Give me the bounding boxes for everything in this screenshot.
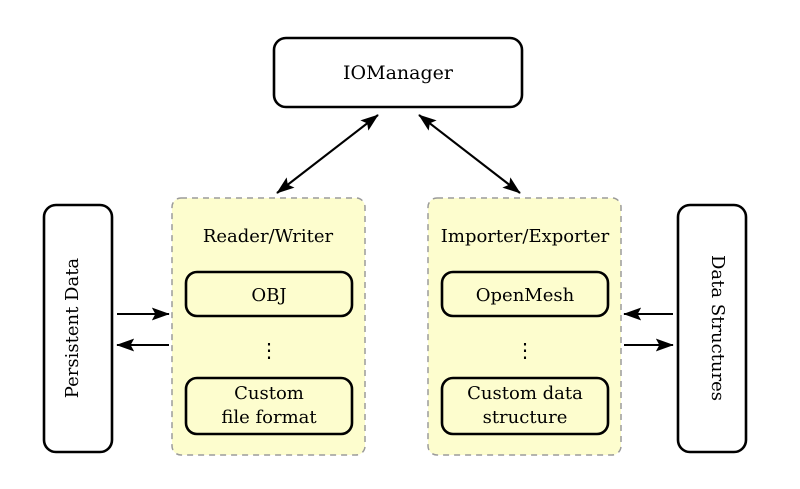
connector-manager-reader-writer [276,114,379,194]
importer-exporter-ellipsis: ⋮ [515,338,535,362]
importer-exporter-title: Importer/Exporter [441,226,610,247]
importer-exporter-item-custom-data-structure[interactable]: Custom data structure [440,376,610,436]
obj-label: OBJ [251,285,286,306]
openmesh-label: OpenMesh [476,285,575,306]
data-structures-label: Data Structures [707,255,728,401]
obj-box [184,270,354,318]
data-structures-node[interactable]: Data Structures [676,203,748,454]
iomanager-box [272,36,524,109]
reader-writer-item-obj[interactable]: OBJ [184,270,354,318]
persistent-data-label: Persistent Data [62,258,83,399]
custom-data-structure-label-line1: Custom data [467,383,583,404]
data-structures-box [676,203,748,454]
reader-writer-item-custom-file-format[interactable]: Custom file format [184,376,354,436]
importer-exporter-item-openmesh[interactable]: OpenMesh [440,270,610,318]
persistent-data-box [42,203,114,454]
iomanager-label: IOManager [343,62,454,84]
custom-data-structure-label-line2: structure [483,407,568,428]
openmesh-box [440,270,610,318]
reader-writer-title: Reader/Writer [203,226,334,247]
group-importer-exporter[interactable]: Importer/Exporter OpenMesh ⋮ Custom data… [427,197,622,456]
custom-file-format-label-line1: Custom [234,383,304,404]
custom-data-structure-box [440,376,610,436]
persistent-data-node[interactable]: Persistent Data [42,203,114,454]
custom-file-format-box [184,376,354,436]
reader-writer-ellipsis: ⋮ [259,338,279,362]
group-reader-writer[interactable]: Reader/Writer OBJ ⋮ Custom file format [171,197,366,456]
iomanager-node[interactable]: IOManager [272,36,524,109]
custom-file-format-label-line2: file format [221,407,317,428]
connector-manager-importer-exporter [418,114,521,194]
